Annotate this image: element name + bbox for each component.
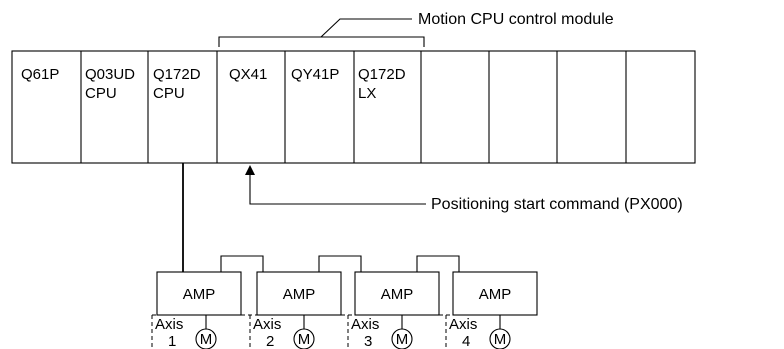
motor-label-3: M: [396, 331, 409, 348]
amp-label-2: AMP: [283, 286, 316, 303]
motor-icon-4: [489, 328, 511, 349]
amp-box-3: [354, 271, 440, 316]
axis-number-1: 1: [168, 333, 176, 349]
motor-icon-1: [195, 328, 217, 349]
module-q61p: Q61P: [21, 66, 59, 83]
amp-box-2: [256, 271, 342, 316]
motor-label-1: M: [200, 331, 213, 348]
amp-label-4: AMP: [479, 286, 512, 303]
motor-label-4: M: [494, 331, 507, 348]
axis-boundaries: [151, 314, 453, 349]
module-q172dlx-line1: Q172D: [358, 66, 406, 83]
amp-box-4: [452, 271, 538, 316]
amp-interconnects: [220, 255, 460, 272]
axis-label-4: Axis: [449, 316, 477, 333]
motor-icon-3: [391, 328, 413, 349]
command-leader-line: [249, 174, 426, 205]
amp-label-1: AMP: [183, 286, 216, 303]
title-label: Motion CPU control module: [418, 11, 614, 28]
command-label: Positioning start command (PX000): [431, 196, 683, 213]
module-q172dlx-line2: LX: [358, 85, 376, 102]
module-q172d-line1: Q172D: [153, 66, 201, 83]
axis-label-3: Axis: [351, 316, 379, 333]
title-leader-line: [320, 18, 412, 38]
module-qy41p: QY41P: [291, 66, 339, 83]
module-slots: [80, 51, 627, 163]
amp-label-3: AMP: [381, 286, 414, 303]
module-bracket: [218, 36, 425, 47]
module-q03ud-line2: CPU: [85, 85, 117, 102]
motor-icon-2: [293, 328, 315, 349]
axis-number-4: 4: [462, 333, 470, 349]
motor-label-2: M: [298, 331, 311, 348]
axis-label-1: Axis: [155, 316, 183, 333]
command-arrow-head: [245, 165, 255, 175]
axis-label-2: Axis: [253, 316, 281, 333]
module-q172d-line2: CPU: [153, 85, 185, 102]
module-q03ud-line1: Q03UD: [85, 66, 135, 83]
amp-box-1: [156, 271, 242, 316]
axis-number-2: 2: [266, 333, 274, 349]
axis-number-3: 3: [364, 333, 372, 349]
module-qx41: QX41: [229, 66, 267, 83]
